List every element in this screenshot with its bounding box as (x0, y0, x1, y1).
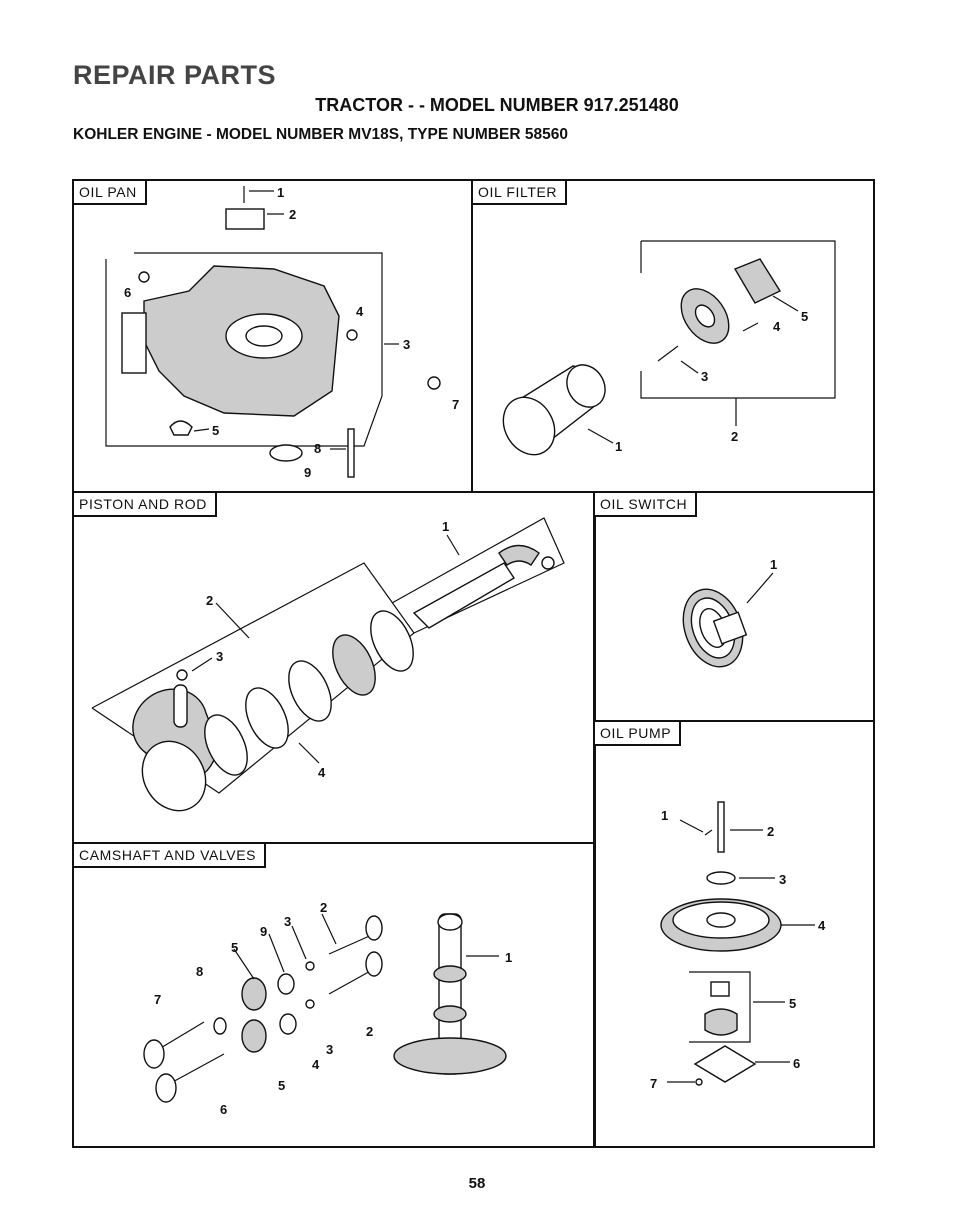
panel-label-piston-and-rod: PISTON AND ROD (74, 493, 217, 517)
callout-2-lower: 2 (366, 1024, 373, 1039)
callout-4: 4 (818, 918, 826, 933)
panel-label-oil-switch: OIL SWITCH (595, 493, 698, 517)
callout-6: 6 (124, 285, 131, 300)
callout-5-lower: 5 (278, 1078, 285, 1093)
callout-5: 5 (231, 940, 238, 955)
callout-6: 6 (793, 1056, 800, 1071)
engine-model-heading: KOHLER ENGINE - MODEL NUMBER MV18S, TYPE… (73, 126, 568, 143)
callout-8: 8 (314, 441, 321, 456)
callout-3: 3 (701, 369, 708, 384)
callout-3: 3 (779, 872, 786, 887)
panel-oil-switch: OIL SWITCH 1 (593, 491, 875, 722)
callout-1: 1 (615, 439, 622, 454)
oil-pump-diagram: 1 2 3 4 5 6 7 (650, 801, 826, 1091)
page-number: 58 (468, 1175, 486, 1192)
callout-1: 1 (277, 185, 284, 200)
callout-4: 4 (356, 304, 364, 319)
oil-filter-diagram: 1 2 3 4 5 (502, 240, 836, 456)
callout-3-lower: 3 (326, 1042, 333, 1057)
panel-label-oil-filter: OIL FILTER (473, 181, 568, 205)
callout-2: 2 (320, 900, 327, 915)
callout-5: 5 (212, 423, 219, 438)
callout-3: 3 (284, 914, 291, 929)
callout-9: 9 (260, 924, 267, 939)
panel-oil-pan: OIL PAN 1 2 3 4 5 6 7 8 9 (72, 179, 473, 493)
callout-6: 6 (220, 1102, 227, 1117)
panel-label-oil-pan: OIL PAN (74, 181, 147, 205)
callout-3: 3 (403, 337, 410, 352)
panel-label-oil-pump: OIL PUMP (595, 722, 682, 746)
callout-5: 5 (789, 996, 796, 1011)
callout-7: 7 (154, 992, 161, 1007)
callout-9: 9 (304, 465, 311, 480)
callout-7: 7 (650, 1076, 657, 1091)
tractor-model-heading: TRACTOR - - MODEL NUMBER 917.251480 (315, 95, 679, 115)
callout-4: 4 (318, 765, 326, 780)
callout-7: 7 (452, 397, 459, 412)
panel-piston-and-rod: PISTON AND ROD 1 2 3 4 (72, 491, 596, 844)
callout-2: 2 (289, 207, 296, 222)
panel-oil-pump: OIL PUMP 1 2 3 4 5 6 7 (593, 720, 875, 1148)
callout-4: 4 (773, 319, 781, 334)
callout-1: 1 (505, 950, 512, 965)
callout-3: 3 (216, 649, 223, 664)
callout-1: 1 (661, 808, 668, 823)
callout-2: 2 (731, 429, 738, 444)
piston-and-rod-diagram: 1 2 3 4 (91, 517, 565, 812)
callout-1: 1 (770, 557, 777, 572)
callout-2: 2 (767, 824, 774, 839)
callout-4: 4 (312, 1057, 320, 1072)
callout-1: 1 (442, 519, 449, 534)
panel-label-camshaft-and-valves: CAMSHAFT AND VALVES (74, 844, 267, 868)
callout-2: 2 (206, 593, 213, 608)
page-title: REPAIR PARTS (73, 60, 277, 90)
camshaft-and-valves-diagram: 1 2 3 9 2 5 8 7 4 3 5 6 (143, 900, 512, 1117)
callout-5: 5 (801, 309, 808, 324)
oil-switch-diagram: 1 (682, 557, 777, 668)
oil-pan-diagram: 1 2 3 4 5 6 7 8 9 (105, 185, 459, 480)
panel-oil-filter: OIL FILTER 1 2 3 4 5 (471, 179, 875, 493)
panel-camshaft-and-valves: CAMSHAFT AND VALVES 1 2 3 9 2 5 8 7 (72, 842, 596, 1148)
callout-8: 8 (196, 964, 203, 979)
